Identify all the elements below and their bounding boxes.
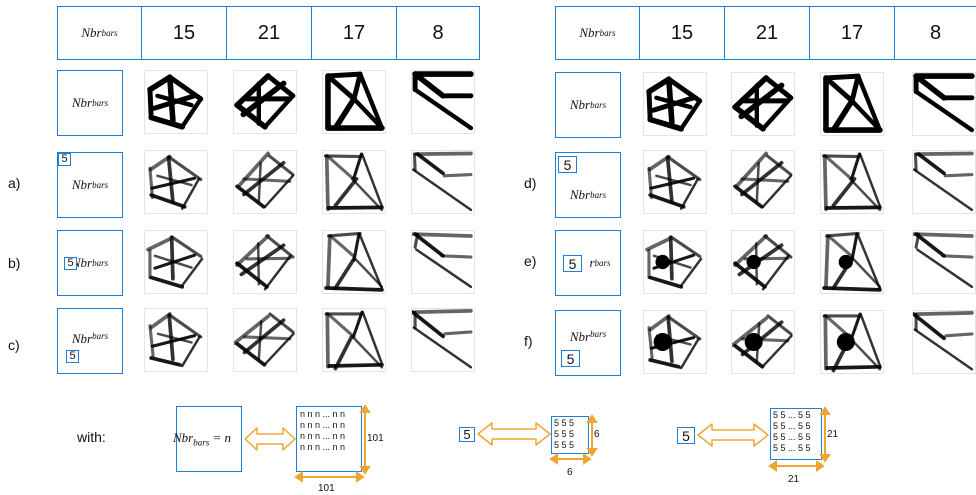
matrix-5-small-height-label: 6 [594, 429, 600, 440]
structure-thumbnail [820, 150, 884, 214]
structure-thumbnail [411, 308, 475, 372]
double-arrow-icon [697, 423, 769, 447]
structure-thumbnail [643, 72, 707, 136]
structure-thumbnail [233, 70, 297, 134]
token-5-large: 5 [677, 427, 695, 444]
nbr-definition-box: Nbrbars = n [173, 406, 242, 472]
structure-thumbnail [322, 150, 386, 214]
row-sub: bars [92, 258, 109, 268]
matrix-n-height-label: 101 [367, 433, 384, 444]
structure-thumbnail [144, 308, 208, 372]
structure-thumbnail [233, 150, 297, 214]
token-square: 5 [58, 153, 71, 166]
row-sub: bars [594, 258, 611, 268]
structure-thumbnail [820, 72, 884, 136]
double-arrow-icon [477, 422, 551, 446]
structure-thumbnail [144, 70, 208, 134]
structure-thumbnail [322, 308, 386, 372]
matrix-5-large-height-label: 21 [827, 429, 839, 440]
structure-thumbnail [912, 310, 976, 374]
row-label-e: e) [524, 253, 537, 269]
row-var: Nbr [569, 329, 591, 344]
corner-sub: bars [101, 28, 118, 38]
structure-thumbnail [912, 150, 976, 214]
row-sub: bars [92, 98, 109, 108]
token-square: 5 [64, 257, 77, 270]
row-label-d: d) [524, 175, 537, 191]
structure-thumbnail [643, 150, 707, 214]
token-square: 5 [561, 350, 580, 367]
row-sub: bars [590, 190, 607, 200]
right-header-col-2: 21 [724, 6, 809, 60]
row-label-c: c) [8, 337, 20, 353]
right-header-col-4: 8 [894, 6, 976, 60]
structure-thumbnail [144, 230, 208, 294]
row-var: Nbr [569, 97, 591, 112]
matrix-5-large: 5 5 ... 5 5 5 5 ... 5 5 5 5 ... 5 5 5 5 … [770, 408, 822, 460]
structure-thumbnail [322, 70, 386, 134]
structure-thumbnail [731, 310, 795, 374]
row-var: Nbr [71, 95, 93, 110]
left-header-col-4: 8 [396, 6, 480, 60]
row-label-f: f) [524, 333, 533, 349]
row-sub: bars [590, 100, 607, 110]
nbr-expression: Nbrbars = n [173, 430, 231, 448]
structure-thumbnail [411, 150, 475, 214]
row-sub: bars [92, 180, 109, 190]
row-var: Nbr [71, 331, 93, 346]
structure-thumbnail [643, 230, 707, 294]
token-square: 5 [563, 255, 582, 272]
structure-thumbnail [820, 310, 884, 374]
structure-thumbnail [731, 72, 795, 136]
structure-thumbnail [144, 150, 208, 214]
with-label: with: [77, 429, 106, 445]
nbr-sub: bars [193, 437, 210, 448]
corner-sub: bars [599, 28, 616, 38]
matrix-n: n n n ... n n n n n ... n n n n n ... n … [296, 406, 362, 472]
double-arrow-icon [244, 427, 296, 451]
structure-thumbnail [411, 230, 475, 294]
token-square: 5 [558, 156, 577, 173]
structure-thumbnail [322, 230, 386, 294]
token-square: 5 [66, 350, 79, 363]
matrix-5-small-width-label: 6 [567, 467, 573, 478]
structure-thumbnail [731, 150, 795, 214]
nbr-eq: = n [209, 430, 232, 446]
nbr-var: Nbr [173, 430, 194, 446]
left-header-col-2: 21 [226, 6, 311, 60]
structure-thumbnail [233, 230, 297, 294]
structure-thumbnail [233, 308, 297, 372]
row-sub: bars [92, 331, 109, 341]
matrix-5-large-width-label: 21 [788, 474, 800, 485]
right-header-col-3: 17 [809, 6, 894, 60]
row-var: Nbr [569, 187, 591, 202]
left-header-col-3: 17 [311, 6, 396, 60]
left-header-col-1: 15 [141, 6, 226, 60]
structure-thumbnail [731, 230, 795, 294]
right-header-col-1: 15 [639, 6, 724, 60]
matrix-n-width-label: 101 [318, 483, 335, 494]
matrix-5-small: 5 5 5 5 5 5 5 5 5 [551, 416, 589, 454]
structure-thumbnail [411, 70, 475, 134]
row-label-b: b) [8, 255, 21, 271]
corner-var: Nbr [81, 25, 102, 40]
row-sub: bars [590, 329, 607, 339]
row-label-a: a) [8, 175, 21, 191]
structure-thumbnail [643, 310, 707, 374]
token-5-small: 5 [459, 427, 475, 442]
corner-var: Nbr [579, 25, 600, 40]
row-var: Nbr [71, 177, 93, 192]
structure-thumbnail [820, 230, 884, 294]
row-var: r [589, 255, 595, 270]
